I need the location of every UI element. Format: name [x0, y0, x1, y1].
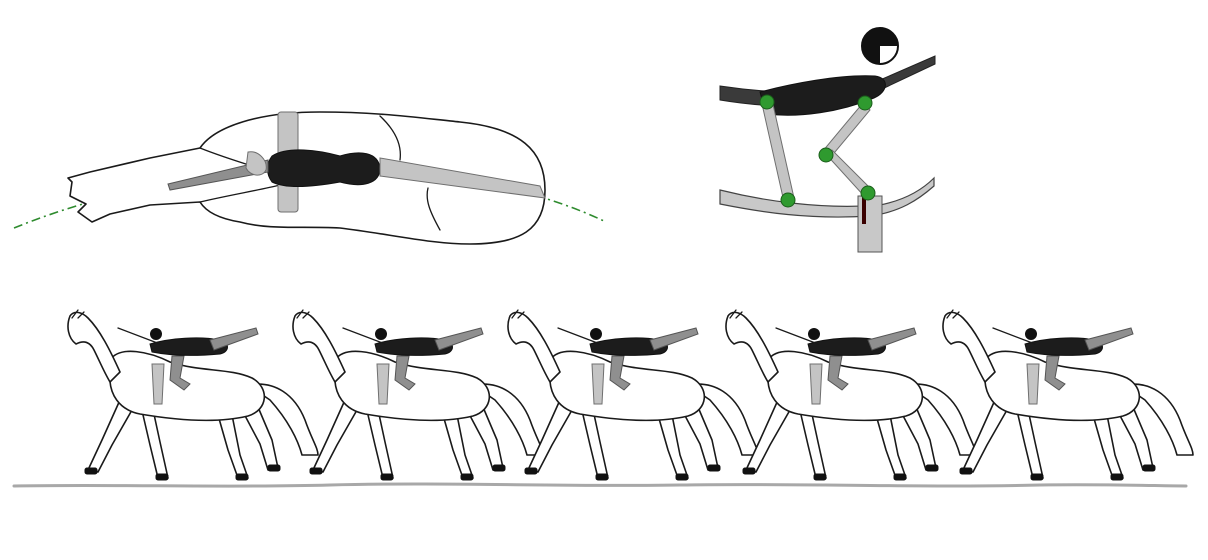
joint-marker-icon [858, 96, 872, 110]
horse-frame-2 [293, 310, 543, 480]
ground-line [14, 484, 1186, 486]
horse-frame-3 [508, 310, 758, 480]
vaulter-top-icon [268, 150, 381, 187]
horse-frame-4 [726, 310, 976, 480]
joint-marker-icon [781, 193, 795, 207]
horse-top-view-panel [14, 112, 606, 244]
joint-marker-icon [760, 95, 774, 109]
horse-frame-5 [943, 310, 1193, 480]
joint-marker-icon [861, 186, 875, 200]
joint-marker-icon [819, 148, 833, 162]
gait-sequence-panel [14, 310, 1193, 486]
horse-frame-1 [68, 310, 318, 480]
vaulter-detail-panel [720, 28, 935, 252]
